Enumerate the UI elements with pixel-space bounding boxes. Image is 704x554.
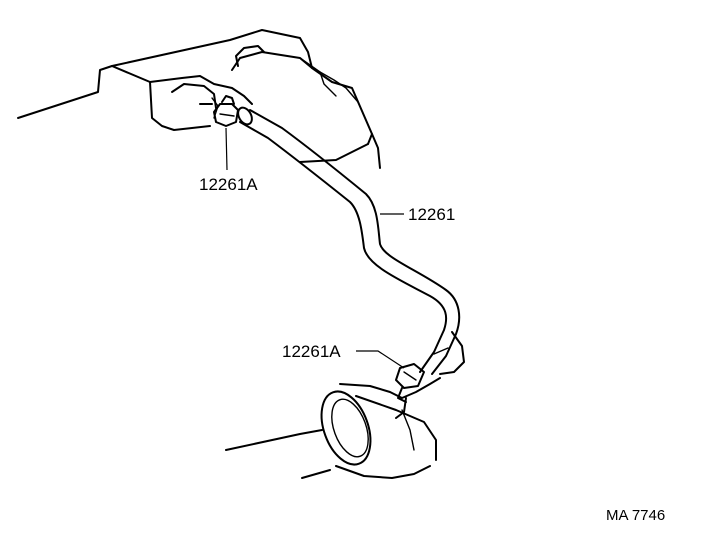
lower-housing	[225, 377, 441, 479]
leader-clamp-upper	[225, 127, 228, 171]
reference-code: MA 7746	[606, 507, 665, 524]
label-clamp-upper: 12261A	[199, 175, 258, 194]
label-hose: 12261	[408, 205, 455, 224]
clamp-upper	[199, 95, 239, 127]
hose-fitting	[433, 331, 465, 375]
leader-clamp-lower	[356, 350, 405, 369]
clamp-lower	[395, 363, 425, 403]
hose	[237, 106, 461, 375]
label-clamp-lower: 12261A	[282, 342, 341, 361]
upper-housing	[17, 29, 381, 169]
